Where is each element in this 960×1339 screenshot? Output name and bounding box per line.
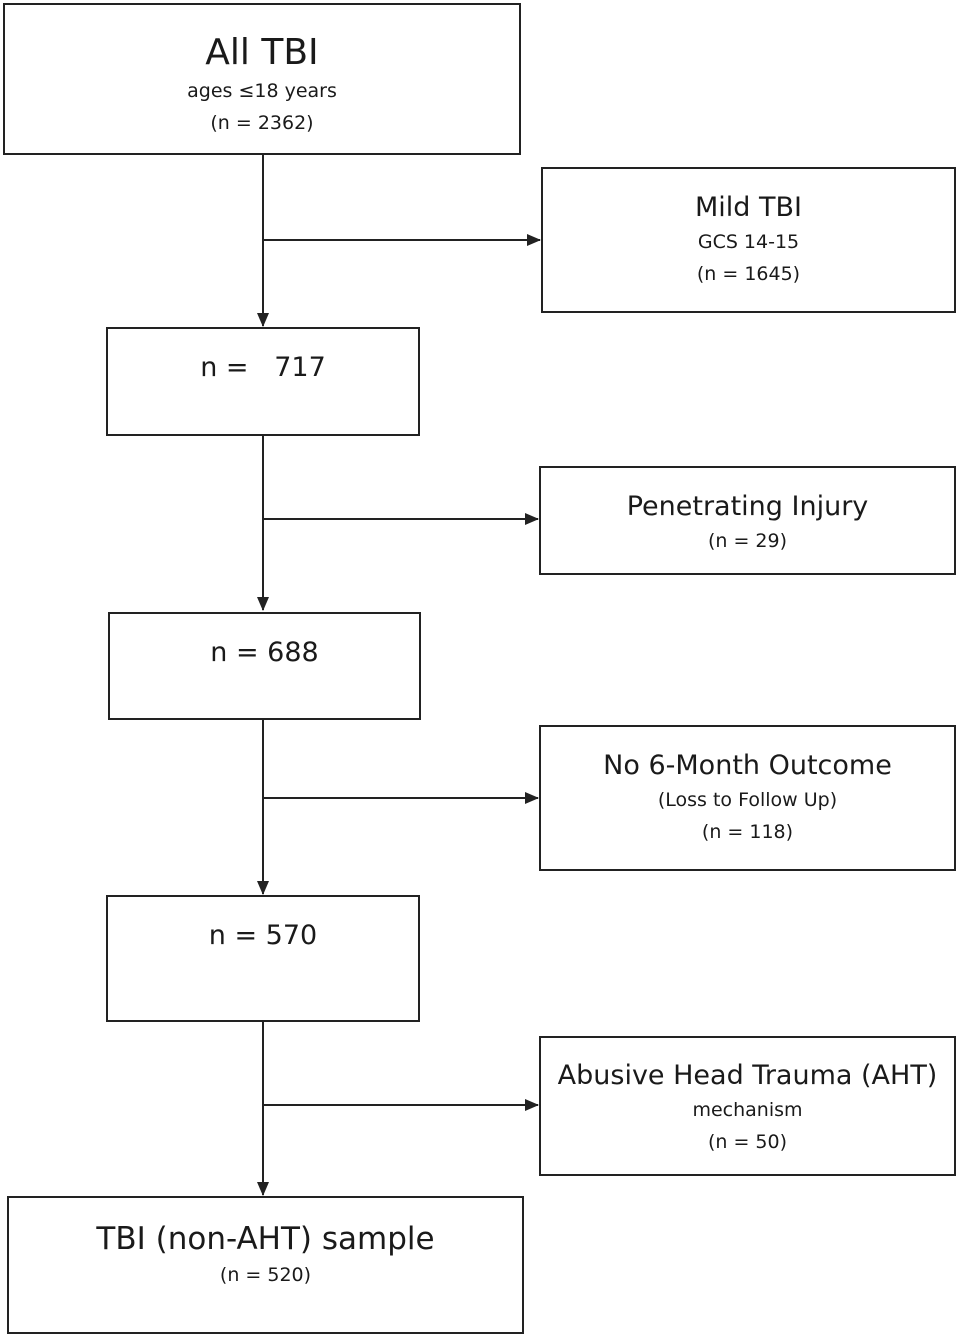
after-outcome-box: n = 570: [106, 895, 420, 1022]
aht-detail: mechanism: [692, 1099, 803, 1121]
after-mild-box: n = 717: [106, 327, 420, 436]
all-tbi-title: All TBI: [205, 32, 319, 73]
all-tbi-count: (n = 2362): [210, 112, 314, 134]
ages-operator: ≤: [238, 80, 255, 102]
mild-tbi-criterion: GCS 14-15: [697, 231, 800, 253]
all-tbi-ages: ages ≤18 years: [5, 75, 519, 107]
no-outcome-title: No 6-Month Outcome: [603, 750, 892, 781]
after-outcome-count: n = 570: [208, 920, 318, 951]
after-mild-count: n = 717: [200, 352, 326, 383]
after-penetrating-count: n = 688: [210, 637, 319, 668]
ages-prefix: ages: [187, 80, 239, 102]
mild-tbi-box: Mild TBI GCS 14-15 (n = 1645): [541, 167, 956, 313]
penetrating-count: (n = 29): [707, 530, 788, 552]
final-sample-box: TBI (non-AHT) sample (n = 520): [7, 1196, 524, 1334]
after-penetrating-box: n = 688: [108, 612, 421, 720]
mild-tbi-title: Mild TBI: [695, 192, 802, 223]
aht-title: Abusive Head Trauma (AHT): [557, 1060, 938, 1091]
mild-tbi-count: (n = 1645): [696, 263, 801, 285]
final-sample-title: TBI (non-AHT) sample: [96, 1221, 435, 1257]
penetrating-title: Penetrating Injury: [626, 491, 869, 522]
ages-value: 18 years: [254, 80, 337, 102]
penetrating-box: Penetrating Injury (n = 29): [539, 466, 956, 575]
no-outcome-box: No 6-Month Outcome (Loss to Follow Up) (…: [539, 725, 956, 871]
final-sample-count: (n = 520): [219, 1264, 312, 1286]
all-tbi-box: All TBI ages ≤18 years (n = 2362): [3, 3, 521, 155]
aht-box: Abusive Head Trauma (AHT) mechanism (n =…: [539, 1036, 956, 1176]
no-outcome-count: (n = 118): [701, 821, 794, 843]
no-outcome-reason: (Loss to Follow Up): [657, 789, 838, 811]
aht-count: (n = 50): [707, 1131, 788, 1153]
